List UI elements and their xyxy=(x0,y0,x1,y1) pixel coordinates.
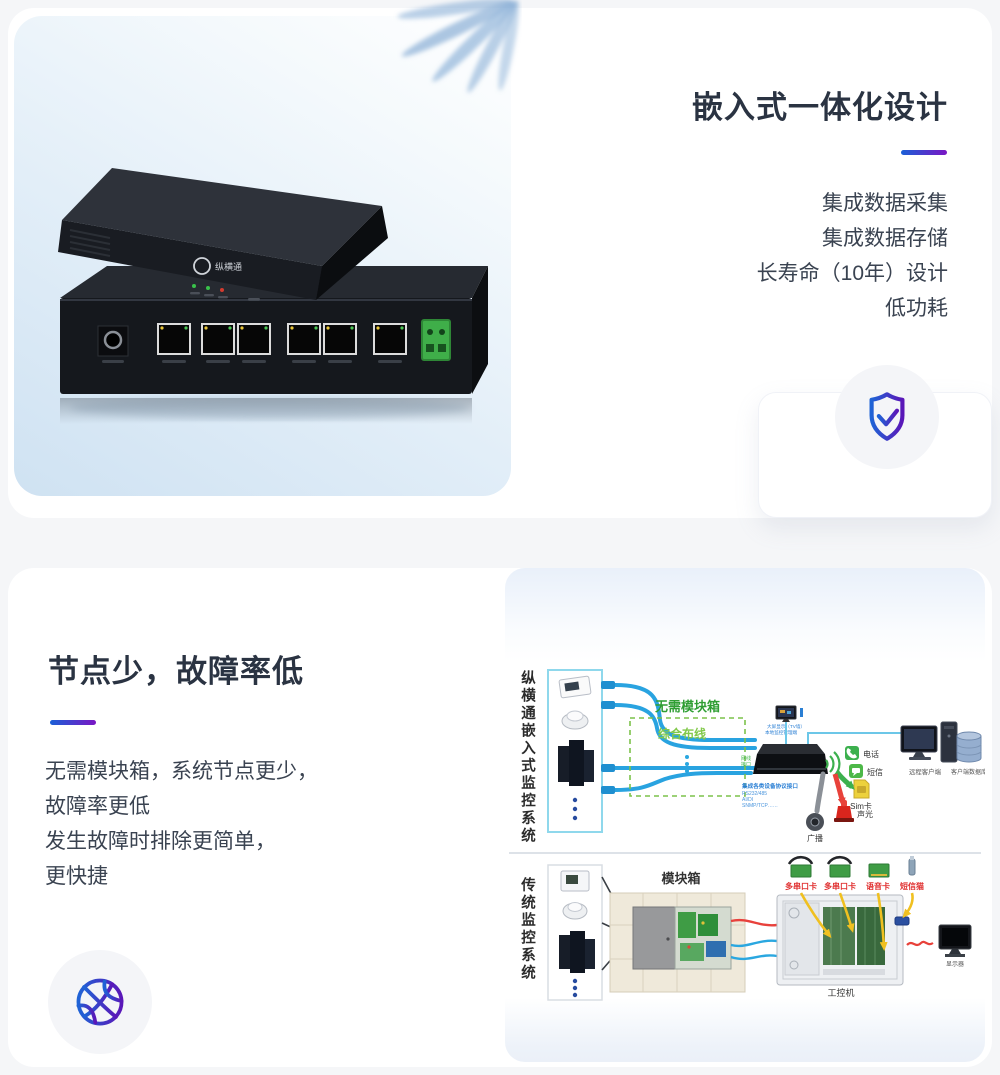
broadcast-label: 广播 xyxy=(807,833,823,843)
green-link-arrow xyxy=(835,770,855,790)
serial-card-icon xyxy=(826,855,853,878)
product-photo-panel: 纵横通 xyxy=(14,16,511,496)
operator-monitor xyxy=(938,924,972,957)
feature-line: 低功耗 xyxy=(885,297,948,320)
card-label: 语音卡 xyxy=(866,881,890,891)
broadcast-link-line xyxy=(814,771,826,814)
phone-label: 电话 xyxy=(863,749,879,759)
ipc-label: 工控机 xyxy=(827,987,854,998)
diagram-separator xyxy=(509,852,981,854)
sim-card-icon xyxy=(853,779,870,799)
body-line: 发生故障时排除更简单， xyxy=(45,830,276,853)
device-lower-unit xyxy=(60,266,488,394)
local-display-icon xyxy=(775,705,803,722)
cabinet-wires xyxy=(730,918,778,961)
accent-divider xyxy=(50,720,96,725)
industrial-pc xyxy=(776,894,910,986)
card-label: 多串口卡 xyxy=(785,881,817,891)
feature-line: 集成数据采集 xyxy=(822,192,948,215)
card-label: 多串口卡 xyxy=(824,881,856,891)
power-jack xyxy=(97,325,129,363)
body-line: 更快捷 xyxy=(45,865,108,888)
sms-icon xyxy=(849,764,863,778)
port-labels xyxy=(162,360,402,363)
palm-leaf-decoration xyxy=(397,0,520,93)
traditional-system-diagram: 传统监控系统 模块箱 xyxy=(519,855,972,1001)
device-reflection xyxy=(60,398,472,424)
host-note-line2: 接口 xyxy=(741,761,751,768)
no-module-box-area xyxy=(629,717,746,797)
serial-link-squiggle xyxy=(906,940,934,947)
network-cables xyxy=(613,683,757,792)
brand-logo-icon xyxy=(193,257,211,275)
protocol-line: AI/DI xyxy=(742,797,753,803)
embedded-design-title: 嵌入式一体化设计 xyxy=(692,90,948,125)
embedded-host-device xyxy=(753,744,828,774)
alarm-label: 声光 xyxy=(857,809,873,819)
sms-modem-icon xyxy=(908,856,916,876)
module-box-cabinet xyxy=(609,892,746,993)
basketball-icon-circle xyxy=(48,950,152,1054)
serial-card-icon xyxy=(787,855,814,878)
display-note-2: 本地监控管理端 xyxy=(765,729,798,736)
usb-connector xyxy=(894,916,910,926)
body-line: 无需模块箱，系统节点更少， xyxy=(45,760,318,783)
fewer-nodes-title: 节点少，故障率低 xyxy=(48,654,304,689)
cabling-dots xyxy=(685,755,689,773)
card-label: 短信猫 xyxy=(900,881,924,891)
speaker-icon xyxy=(806,813,824,831)
basketball-icon xyxy=(76,978,124,1026)
vent-grille xyxy=(69,229,111,257)
section-fewer-nodes: 节点少，故障率低 无需模块箱，系统节点更少， 故障率更低 发生故障时排除更简单，… xyxy=(8,568,992,1067)
port-leds xyxy=(160,326,404,330)
embedded-system-diagram: 纵横通嵌入式监控系统 xyxy=(519,669,985,845)
monitor-label: 显示器 xyxy=(946,961,964,968)
embedded-system-label: 纵横通嵌入式监控系统 xyxy=(519,670,535,845)
no-module-box-label: 无需模块箱 xyxy=(654,699,720,714)
accent-divider xyxy=(901,150,947,155)
module-box-label: 模块箱 xyxy=(661,871,700,886)
embedded-feature-list: 集成数据采集 集成数据存储 长寿命（10年）设计 低功耗 xyxy=(757,186,948,326)
phone-icon xyxy=(845,746,859,760)
cabling-label: 综合布线 xyxy=(658,726,706,741)
shield-check-icon xyxy=(869,392,905,441)
fewer-nodes-body: 无需模块箱，系统节点更少， 故障率更低 发生故障时排除更简单， 更快捷 xyxy=(45,754,318,894)
brand-text: 纵横通 xyxy=(215,261,242,272)
protocol-title: 集成各类设备协议接口 xyxy=(741,782,798,790)
section-embedded-design: 纵横通 xyxy=(8,0,992,518)
red-link-arrow xyxy=(832,773,846,807)
database-icon xyxy=(956,731,982,763)
sim-label: Sim卡 xyxy=(850,801,872,811)
uplink-lines xyxy=(785,722,901,744)
host-note-line1: 网线 xyxy=(741,755,751,762)
remote-client-computer xyxy=(900,721,958,763)
device-upper-unit: 纵横通 xyxy=(58,168,388,301)
monitored-devices-box xyxy=(547,669,603,833)
terminal-block xyxy=(421,319,451,361)
protocol-line: SNMP/TCP…… xyxy=(742,803,778,809)
feature-line: 长寿命（10年）设计 xyxy=(756,262,948,285)
cable-plugs xyxy=(601,681,615,794)
monitored-devices-box xyxy=(547,864,603,1001)
voice-card-icon xyxy=(868,863,890,878)
protocol-line: RS232/485 xyxy=(742,791,767,797)
sms-label: 短信 xyxy=(867,767,883,777)
status-leds xyxy=(190,284,260,301)
ethernet-ports xyxy=(157,323,407,355)
network-device-illustration: 纵横通 xyxy=(58,168,488,424)
database-label: 客户端数据库 xyxy=(951,768,985,776)
traditional-system-label: 传统监控系统 xyxy=(519,876,536,982)
body-line: 故障率更低 xyxy=(45,795,150,818)
card-insert-arrows xyxy=(799,892,914,951)
comparison-diagram-panel: 纵横通嵌入式监控系统 xyxy=(505,568,985,1062)
client-label: 远程客户端 xyxy=(909,767,942,776)
shield-icon-circle xyxy=(835,365,939,469)
feature-line: 集成数据存储 xyxy=(822,227,948,250)
